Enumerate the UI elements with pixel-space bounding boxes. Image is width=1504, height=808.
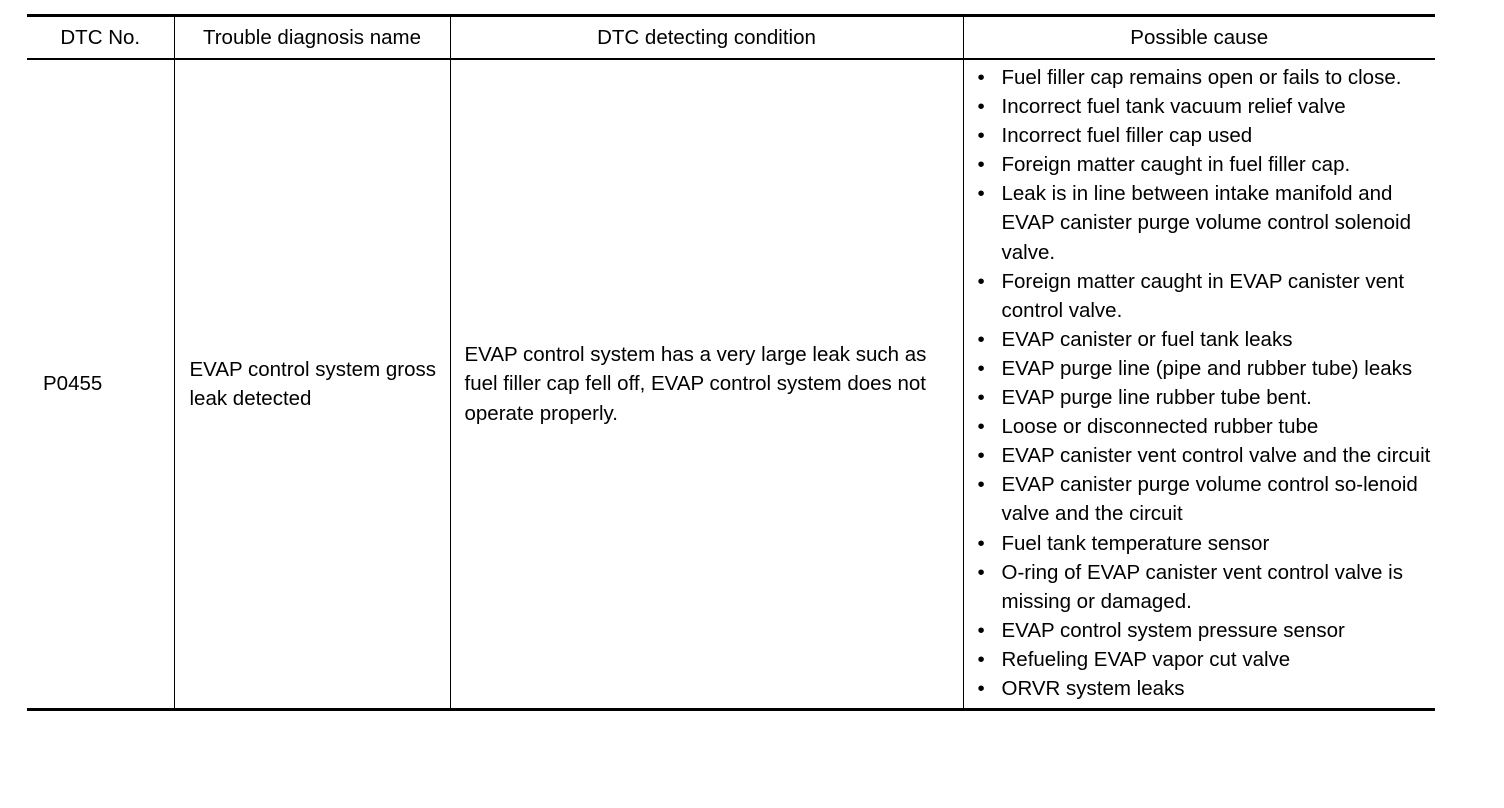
cause-text: Foreign matter caught in fuel filler cap… bbox=[1001, 153, 1351, 177]
list-item: • EVAP purge line rubber tube bent. bbox=[978, 383, 1436, 412]
cause-text: Refueling EVAP vapor cut valve bbox=[1001, 647, 1291, 671]
cause-text: Fuel filler cap remains open or fails to… bbox=[1001, 66, 1402, 89]
table-row: P0455 EVAP control system gross leak det… bbox=[27, 59, 1436, 712]
bullet-icon: • bbox=[977, 531, 985, 555]
bullet-icon: • bbox=[977, 356, 985, 380]
list-item: • Fuel tank temperature sensor bbox=[978, 529, 1436, 558]
bullet-icon: • bbox=[977, 415, 985, 439]
possible-cause-list: • Fuel filler cap remains open or fails t… bbox=[978, 63, 1436, 703]
possible-cause-cell: • Fuel filler cap remains open or fails t… bbox=[962, 59, 1436, 712]
list-item: • Foreign matter caught in fuel filler ca… bbox=[978, 150, 1436, 179]
bullet-icon: • bbox=[977, 327, 985, 351]
cause-text: EVAP purge line (pipe and rubber tube) l… bbox=[1001, 356, 1413, 380]
dtc-table: DTC No. Trouble diagnosis name DTC detec… bbox=[27, 14, 1436, 712]
detecting-condition-cell: EVAP control system has a very large lea… bbox=[449, 59, 963, 712]
bullet-icon: • bbox=[977, 647, 985, 671]
cause-text: EVAP canister or fuel tank leaks bbox=[1001, 327, 1293, 351]
diagnosis-name-cell: EVAP control system gross leak detected bbox=[173, 59, 450, 712]
header-trouble-diagnosis-name: Trouble diagnosis name bbox=[173, 14, 450, 60]
list-item: • Incorrect fuel tank vacuum relief valve bbox=[978, 92, 1436, 121]
bullet-icon: • bbox=[977, 473, 985, 497]
cause-text: EVAP canister vent control valve and the… bbox=[1001, 444, 1431, 468]
list-item: • EVAP purge line (pipe and rubber tube) … bbox=[978, 354, 1436, 383]
cause-text: O-ring of EVAP canister vent control val… bbox=[1001, 560, 1403, 613]
bullet-icon: • bbox=[977, 560, 985, 584]
bullet-icon: • bbox=[977, 182, 985, 206]
dtc-number-cell: P0455 bbox=[27, 59, 174, 712]
list-item: • Leak is in line between intake manifold… bbox=[978, 179, 1436, 266]
bullet-icon: • bbox=[977, 66, 985, 89]
list-item: • Refueling EVAP vapor cut valve bbox=[978, 645, 1436, 674]
cause-text: Incorrect fuel filler cap used bbox=[1001, 124, 1253, 148]
cause-text: Incorrect fuel tank vacuum relief valve bbox=[1001, 95, 1346, 119]
list-item: • ORVR system leaks bbox=[978, 674, 1436, 703]
cause-text: EVAP control system pressure sensor bbox=[1001, 618, 1345, 642]
bullet-icon: • bbox=[977, 153, 985, 177]
list-item: • Fuel filler cap remains open or fails t… bbox=[978, 63, 1436, 92]
list-item: • Foreign matter caught in EVAP canister … bbox=[978, 267, 1436, 325]
bullet-icon: • bbox=[977, 676, 985, 700]
list-item: • EVAP canister purge volume control so-l… bbox=[978, 470, 1436, 528]
cause-text: EVAP canister purge volume control so-le… bbox=[1001, 473, 1418, 526]
list-item: • EVAP control system pressure sensor bbox=[978, 616, 1436, 645]
header-possible-cause: Possible cause bbox=[962, 14, 1435, 60]
bullet-icon: • bbox=[977, 444, 985, 468]
table-header-row: DTC No. Trouble diagnosis name DTC detec… bbox=[27, 14, 1435, 60]
list-item: • EVAP canister vent control valve and th… bbox=[978, 441, 1436, 470]
bullet-icon: • bbox=[977, 269, 985, 293]
cause-text: EVAP purge line rubber tube bent. bbox=[1001, 386, 1312, 410]
list-item: • EVAP canister or fuel tank leaks bbox=[978, 325, 1436, 354]
list-item: • O-ring of EVAP canister vent control va… bbox=[978, 558, 1436, 616]
bullet-icon: • bbox=[977, 124, 985, 148]
cause-text: Foreign matter caught in EVAP canister v… bbox=[1001, 269, 1405, 322]
cause-text: Leak is in line between intake manifold … bbox=[1001, 182, 1411, 264]
header-dtc-no: DTC No. bbox=[27, 14, 174, 60]
list-item: • Incorrect fuel filler cap used bbox=[978, 121, 1436, 150]
cause-text: ORVR system leaks bbox=[1001, 676, 1185, 700]
list-item: • Loose or disconnected rubber tube bbox=[978, 412, 1436, 441]
bullet-icon: • bbox=[977, 95, 985, 119]
bullet-icon: • bbox=[977, 386, 985, 410]
cause-text: Fuel tank temperature sensor bbox=[1001, 531, 1270, 555]
bullet-icon: • bbox=[977, 618, 985, 642]
cause-text: Loose or disconnected rubber tube bbox=[1001, 415, 1319, 439]
header-dtc-detecting-condition: DTC detecting condition bbox=[449, 14, 963, 60]
